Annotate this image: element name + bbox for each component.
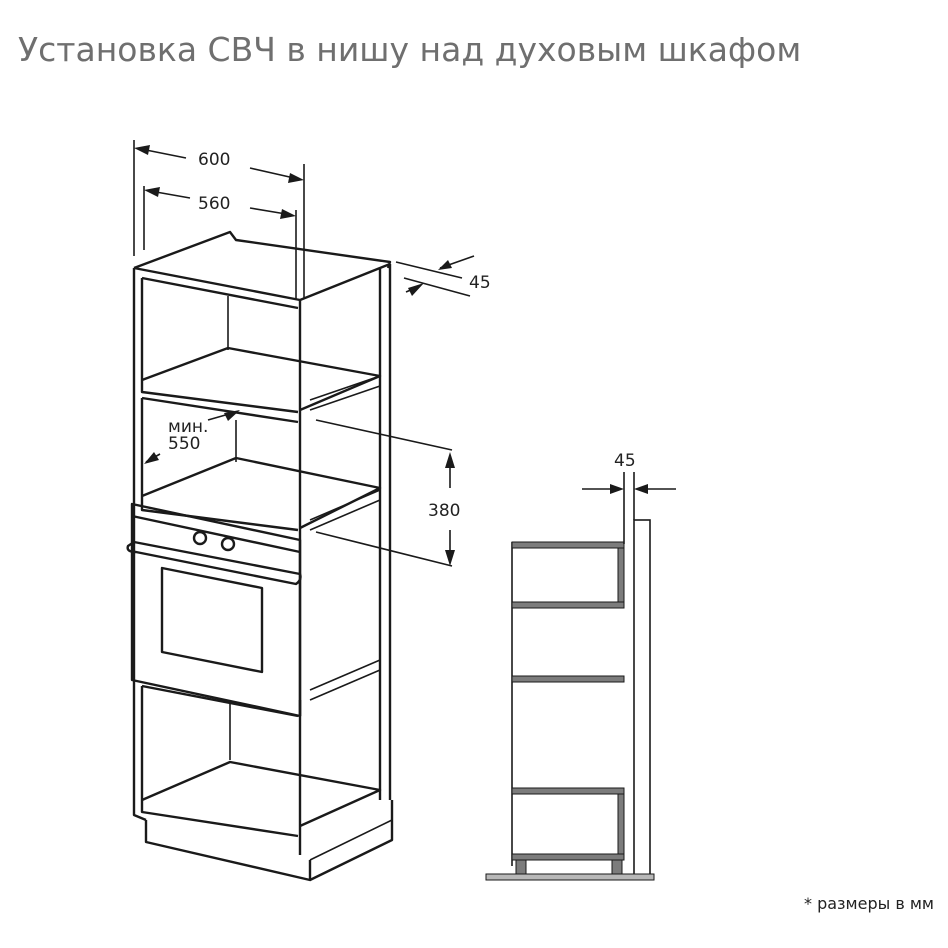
side-view-drawing <box>485 472 676 881</box>
dim-45-rear: 45 <box>469 273 491 293</box>
dim-min-label: мин. <box>168 417 208 437</box>
cabinet-drawing <box>126 230 453 882</box>
dim-600: 600 <box>198 150 230 170</box>
dim-380: 380 <box>428 501 460 521</box>
dimension-lines <box>133 140 475 566</box>
dim-45-side: 45 <box>614 451 636 471</box>
dim-550: 550 <box>168 434 200 454</box>
dim-560: 560 <box>198 194 230 214</box>
units-note: * размеры в мм <box>804 894 934 913</box>
page-title: Установка СВЧ в нишу над духовым шкафом <box>18 30 802 69</box>
